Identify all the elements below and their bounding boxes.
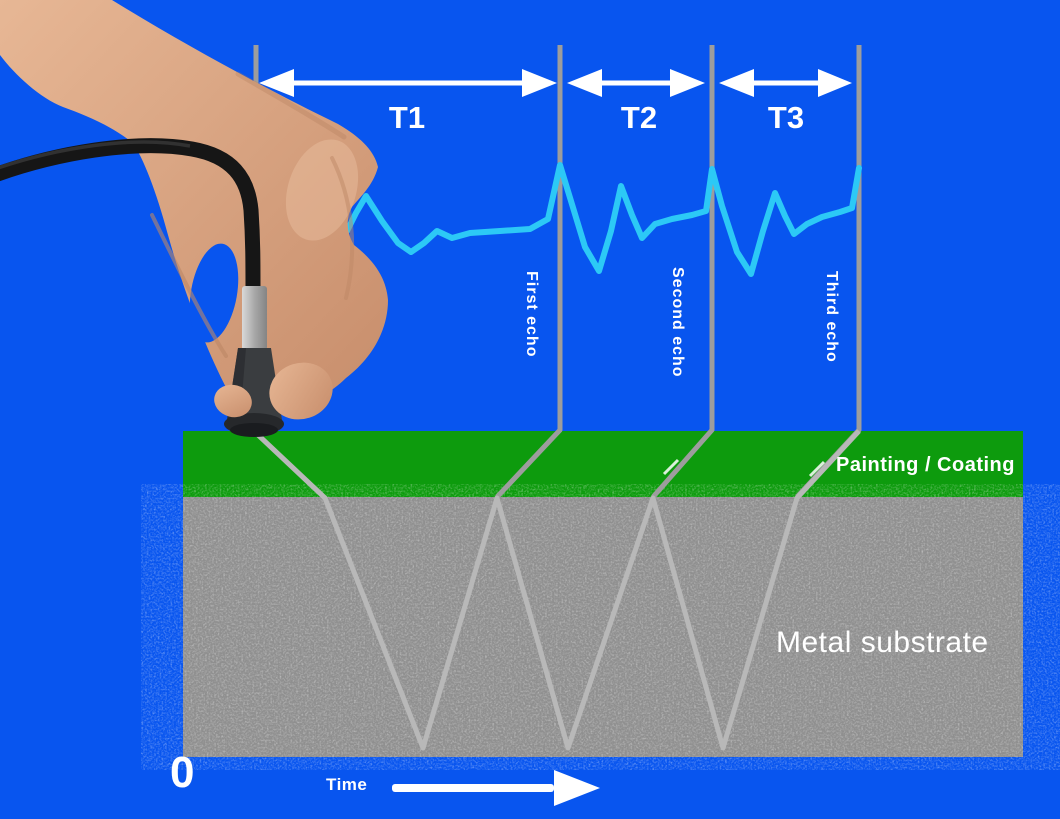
t2-interval-label: T2 xyxy=(620,100,658,135)
t1-interval-label: T1 xyxy=(388,100,426,135)
thumb-crease xyxy=(150,213,228,358)
hand-silhouette xyxy=(0,0,388,415)
t2-span-arrow xyxy=(567,69,705,97)
t3-interval-label: T3 xyxy=(767,100,805,135)
t1-span-arrow xyxy=(259,69,557,97)
first-echo-label: First echo xyxy=(523,271,540,358)
thumb-tip xyxy=(214,384,252,418)
substrate-texture xyxy=(183,497,1023,757)
second-echo-label: Second echo xyxy=(669,267,686,378)
hand-photo xyxy=(0,0,388,437)
time-axis-arrow xyxy=(392,770,600,806)
coating-layer xyxy=(183,431,1023,497)
time-axis-label: Time xyxy=(326,775,368,794)
t3-span-arrow xyxy=(719,69,852,97)
coating-layer-label: Painting / Coating xyxy=(836,454,1015,476)
finger-crease xyxy=(330,156,355,300)
knuckle-highlight xyxy=(285,139,359,241)
cable-sheen xyxy=(0,140,191,170)
probe-tip xyxy=(230,423,278,437)
probe-cable xyxy=(0,138,261,300)
index-fingertip xyxy=(269,362,333,420)
echo-waveform xyxy=(344,162,862,277)
substrate-layer-label: Metal substrate xyxy=(776,626,989,659)
ultrasound-ray-path xyxy=(254,429,861,751)
time-origin-label: 0 xyxy=(170,748,195,797)
probe-connector xyxy=(242,286,267,350)
hand-edge-shadow xyxy=(235,71,347,140)
third-echo-label: Third echo xyxy=(823,271,840,363)
ray-sparkle-marks xyxy=(662,458,826,478)
